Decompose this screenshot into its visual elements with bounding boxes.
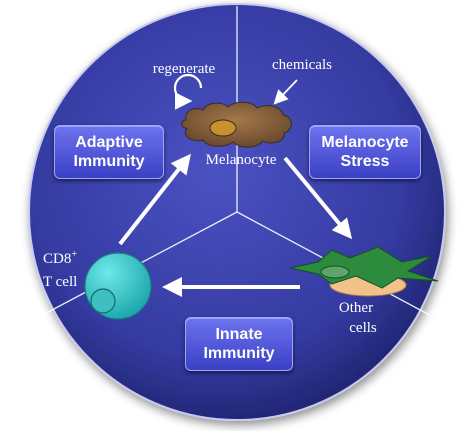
cycle-arrows bbox=[118, 153, 353, 297]
cd8-label: CD8+ bbox=[43, 249, 77, 267]
cd8-t-cell-icon bbox=[84, 252, 152, 320]
adaptive-immunity-box: Adaptive Immunity bbox=[54, 125, 164, 179]
chemicals-label: chemicals bbox=[272, 57, 332, 73]
chemicals-arrow bbox=[273, 79, 298, 105]
arrow-tcell-to-melanocyte bbox=[118, 153, 191, 246]
melanocyte-label: Melanocyte bbox=[206, 152, 277, 168]
other-cells-label-line2: cells bbox=[349, 320, 377, 336]
arrow-melanocyte-to-other-cells bbox=[283, 156, 353, 240]
other-cells-label-line1: Other bbox=[339, 300, 373, 316]
melanocyte-cell-icon bbox=[181, 101, 292, 148]
regenerate-cycle-icon bbox=[173, 73, 203, 110]
other-cells-icon bbox=[289, 246, 439, 297]
melanocyte-stress-box: Melanocyte Stress bbox=[309, 125, 421, 179]
innate-immunity-box: Innate Immunity bbox=[185, 317, 293, 371]
cd8-superscript: + bbox=[71, 249, 77, 260]
t-cell-label: T cell bbox=[43, 274, 77, 290]
regenerate-label: regenerate bbox=[153, 61, 216, 77]
cd8-text: CD8 bbox=[43, 251, 71, 267]
